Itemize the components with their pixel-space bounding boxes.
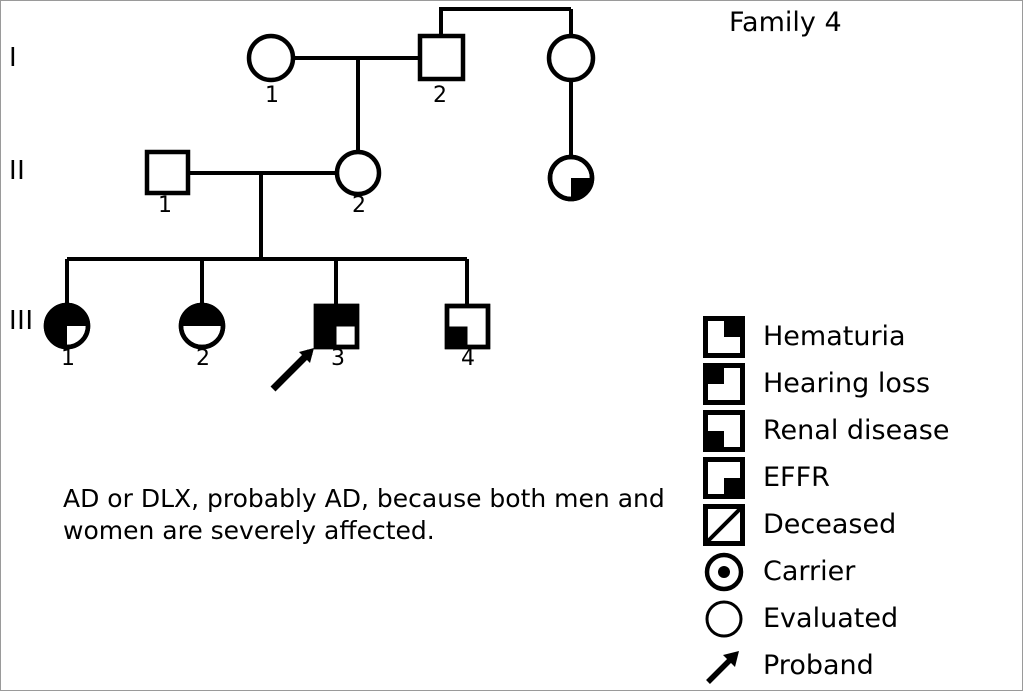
slashed-square-icon <box>703 503 749 547</box>
quadrant-top-right-icon <box>703 315 749 359</box>
legend-label-proband: Proband <box>763 650 874 681</box>
legend-label-evaluated: Evaluated <box>763 603 899 634</box>
generation-label-ii: II <box>9 156 26 186</box>
individual-iii-1[interactable] <box>43 302 91 350</box>
quadrant-top-right-fill <box>336 306 357 327</box>
legend-item-effr: EFFR <box>703 454 1022 501</box>
page-title: Family 4 <box>729 7 842 38</box>
individual-number-i-1: 1 <box>265 83 279 108</box>
individual-ii-3[interactable] <box>547 154 595 202</box>
legend-item-hearing-loss: Hearing loss <box>703 360 1022 407</box>
arrow-icon <box>703 644 749 688</box>
dotted-circle-icon <box>703 550 749 594</box>
individual-number-iii-2: 2 <box>196 346 210 371</box>
proband-arrow-icon <box>270 348 314 392</box>
quadrant-bottom-left-fill <box>447 326 468 347</box>
legend-item-deceased: Deceased <box>703 501 1022 548</box>
legend-item-evaluated: Evaluated <box>703 595 1022 642</box>
legend-label-renal-disease: Renal disease <box>763 415 950 446</box>
quadrant-bottom-left-icon <box>703 409 749 453</box>
individual-number-iii-1: 1 <box>61 346 75 371</box>
quadrant-bottom-left-fill <box>316 326 337 347</box>
individual-iii-4[interactable] <box>444 303 491 350</box>
legend-item-carrier: Carrier <box>703 548 1022 595</box>
legend-label-hearing-loss: Hearing loss <box>763 368 931 399</box>
individual-number-iii-3: 3 <box>331 346 345 371</box>
annotation-text: AD or DLX, probably AD, because both men… <box>63 484 665 545</box>
pedigree-connector-lines <box>65 7 573 306</box>
legend-label-deceased: Deceased <box>763 509 897 540</box>
legend-item-renal-disease: Renal disease <box>703 407 1022 454</box>
quadrant-top-left-icon <box>703 362 749 406</box>
individual-ii-2[interactable] <box>334 149 382 197</box>
legend-item-hematuria: Hematuria <box>703 313 1022 360</box>
individual-iii-3[interactable] <box>313 303 360 350</box>
individual-iii-2[interactable] <box>178 302 226 350</box>
legend: Hematuria Hearing loss Renal disease <box>703 313 1022 689</box>
quadrant-top-left-fill <box>316 306 337 327</box>
generation-label-iii: III <box>9 306 34 336</box>
individual-i-2[interactable] <box>417 33 466 82</box>
legend-item-proband: Proband <box>703 642 1022 689</box>
individual-ii-1[interactable] <box>144 149 191 196</box>
individual-number-ii-1: 1 <box>158 193 172 218</box>
individual-number-iii-4: 4 <box>461 346 475 371</box>
generation-label-i: I <box>9 43 18 73</box>
individual-i-3[interactable] <box>546 33 596 83</box>
quadrant-bottom-right-icon <box>703 456 749 500</box>
legend-label-effr: EFFR <box>763 462 830 493</box>
legend-label-carrier: Carrier <box>763 556 856 587</box>
individual-number-ii-2: 2 <box>352 193 366 218</box>
individual-i-1[interactable] <box>246 33 296 83</box>
plain-circle-icon <box>703 597 749 641</box>
legend-label-hematuria: Hematuria <box>763 321 906 352</box>
individual-number-i-2: 2 <box>433 83 447 108</box>
